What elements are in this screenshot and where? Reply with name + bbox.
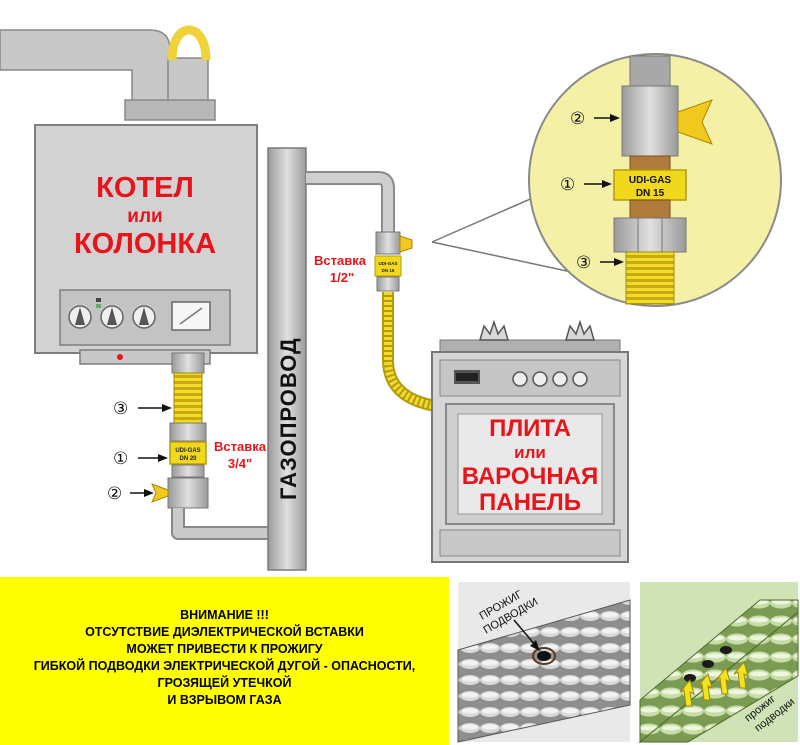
warning-line-1: ВНИМАНИЕ !!!: [180, 608, 269, 622]
marker-2-left: ②: [107, 484, 122, 504]
fitting-right-line1: UDI-GAS: [379, 261, 398, 266]
valve-handle-left: [151, 483, 169, 503]
boiler-connection: UDI-GAS DN 20: [151, 352, 285, 540]
dielectric-insert-left: [169, 441, 207, 465]
boiler-title-line3: КОЛОНКА: [74, 228, 216, 260]
zoom-valve: [621, 85, 679, 157]
gas-pipe-label: ГАЗОПРОВОД: [276, 337, 301, 500]
marker-3-left: ③: [113, 399, 128, 419]
insert-right-label-line2: 1/2": [330, 270, 354, 285]
photo-burnthrough-2: прожиг подводки: [634, 577, 800, 745]
marker-2-zoom: ②: [570, 109, 585, 129]
warning-line-2: ОТСУТСТВИЕ ДИЭЛЕКТРИЧЕСКОЙ ВСТАВКИ: [85, 625, 364, 639]
marker-1-zoom: ①: [560, 175, 575, 195]
zoom-dielectric-insert: [613, 169, 687, 201]
burner-flame-left-icon: [479, 319, 509, 341]
zoom-fitting-line2: DN 15: [636, 188, 665, 199]
valve-left: [167, 477, 209, 509]
insert-right-label-line1: Вставка: [314, 253, 367, 268]
stove-connection: UDI-GAS DN 15 Вставка 1/2": [314, 231, 438, 412]
insert-left-label-line1: Вставка: [214, 439, 267, 454]
left-markers: ③ ① ② Вставка 3/4": [107, 399, 267, 504]
warning-line-4: ГИБКОЙ ПОДВОДКИ ЭЛЕКТРИЧЕСКОЙ ДУГОЙ - ОП…: [33, 659, 416, 673]
marker-1-left: ①: [113, 449, 128, 469]
warning-panel: ВНИМАНИЕ !!! ОТСУТСТВИЕ ДИЭЛЕКТРИЧЕСКОЙ …: [0, 577, 449, 745]
stove-title-line1: ПЛИТА: [489, 415, 571, 442]
dielectric-insert-right: [374, 255, 402, 277]
warning-text: ВНИМАНИЕ !!! ОТСУТСТВИЕ ДИЭЛЕКТРИЧЕСКОЙ …: [0, 607, 449, 709]
stove-title-line2: или: [514, 443, 546, 462]
warning-line-5: ГРОЗЯЩЕЙ УТЕЧКОЙ: [157, 676, 292, 690]
zoom-callout: UDI-GAS DN 15 ② ① ③: [431, 53, 782, 307]
stove: ПЛИТА или ВАРОЧНАЯ ПАНЕЛЬ: [431, 319, 629, 563]
fitting-left-line1: UDI-GAS: [175, 448, 200, 454]
insert-left-label-line2: 3/4": [228, 456, 252, 471]
gas-main-pipe: ГАЗОПРОВОД: [267, 147, 395, 571]
boiler-title-line2: или: [127, 206, 162, 227]
chimney-pipe: [0, 25, 216, 121]
fitting-right-line2: DN 15: [382, 268, 395, 273]
warning-line-6: И ВЗРЫВОМ ГАЗА: [167, 693, 282, 707]
zoom-fitting-line1: UDI-GAS: [629, 175, 672, 186]
burner-flame-right-icon: [565, 319, 595, 341]
warning-line-3: МОЖЕТ ПРИВЕСТИ К ПРОЖИГУ: [126, 642, 323, 656]
boiler-title-line1: КОТЕЛ: [96, 172, 194, 204]
photo-burnthrough-1: ПРОЖИГ ПОДВОДКИ: [452, 577, 632, 745]
stove-title-line3: ВАРОЧНАЯ: [462, 463, 599, 490]
fitting-left-line2: DN 20: [179, 456, 197, 462]
boiler: КОТЕЛ или КОЛОНКА: [34, 124, 258, 365]
zoom-valve-handle: [677, 99, 713, 145]
stove-title-line4: ПАНЕЛЬ: [479, 489, 581, 516]
marker-3-zoom: ③: [576, 253, 591, 273]
